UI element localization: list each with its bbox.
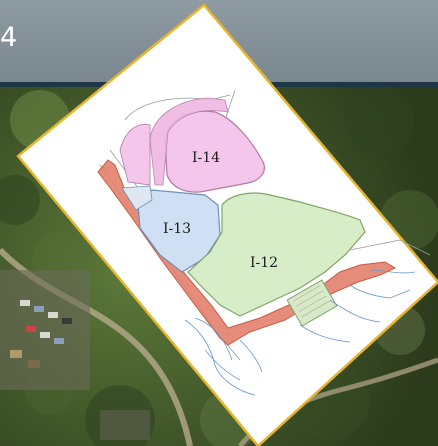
zone-i12[interactable] bbox=[187, 192, 366, 317]
zone-i14-label: I-14 bbox=[192, 150, 220, 166]
zone-i13-hatch bbox=[121, 185, 153, 211]
page-title: 4 bbox=[0, 22, 18, 53]
parking-area bbox=[0, 270, 90, 390]
utility-lines bbox=[184, 269, 416, 396]
zone-i14-slope bbox=[149, 97, 229, 186]
plan-building bbox=[286, 279, 338, 327]
zone-i14-west bbox=[119, 123, 151, 186]
zone-i12-label: I-12 bbox=[250, 255, 278, 271]
zone-i13[interactable] bbox=[137, 189, 221, 273]
zone-i13-label: I-13 bbox=[163, 221, 191, 237]
